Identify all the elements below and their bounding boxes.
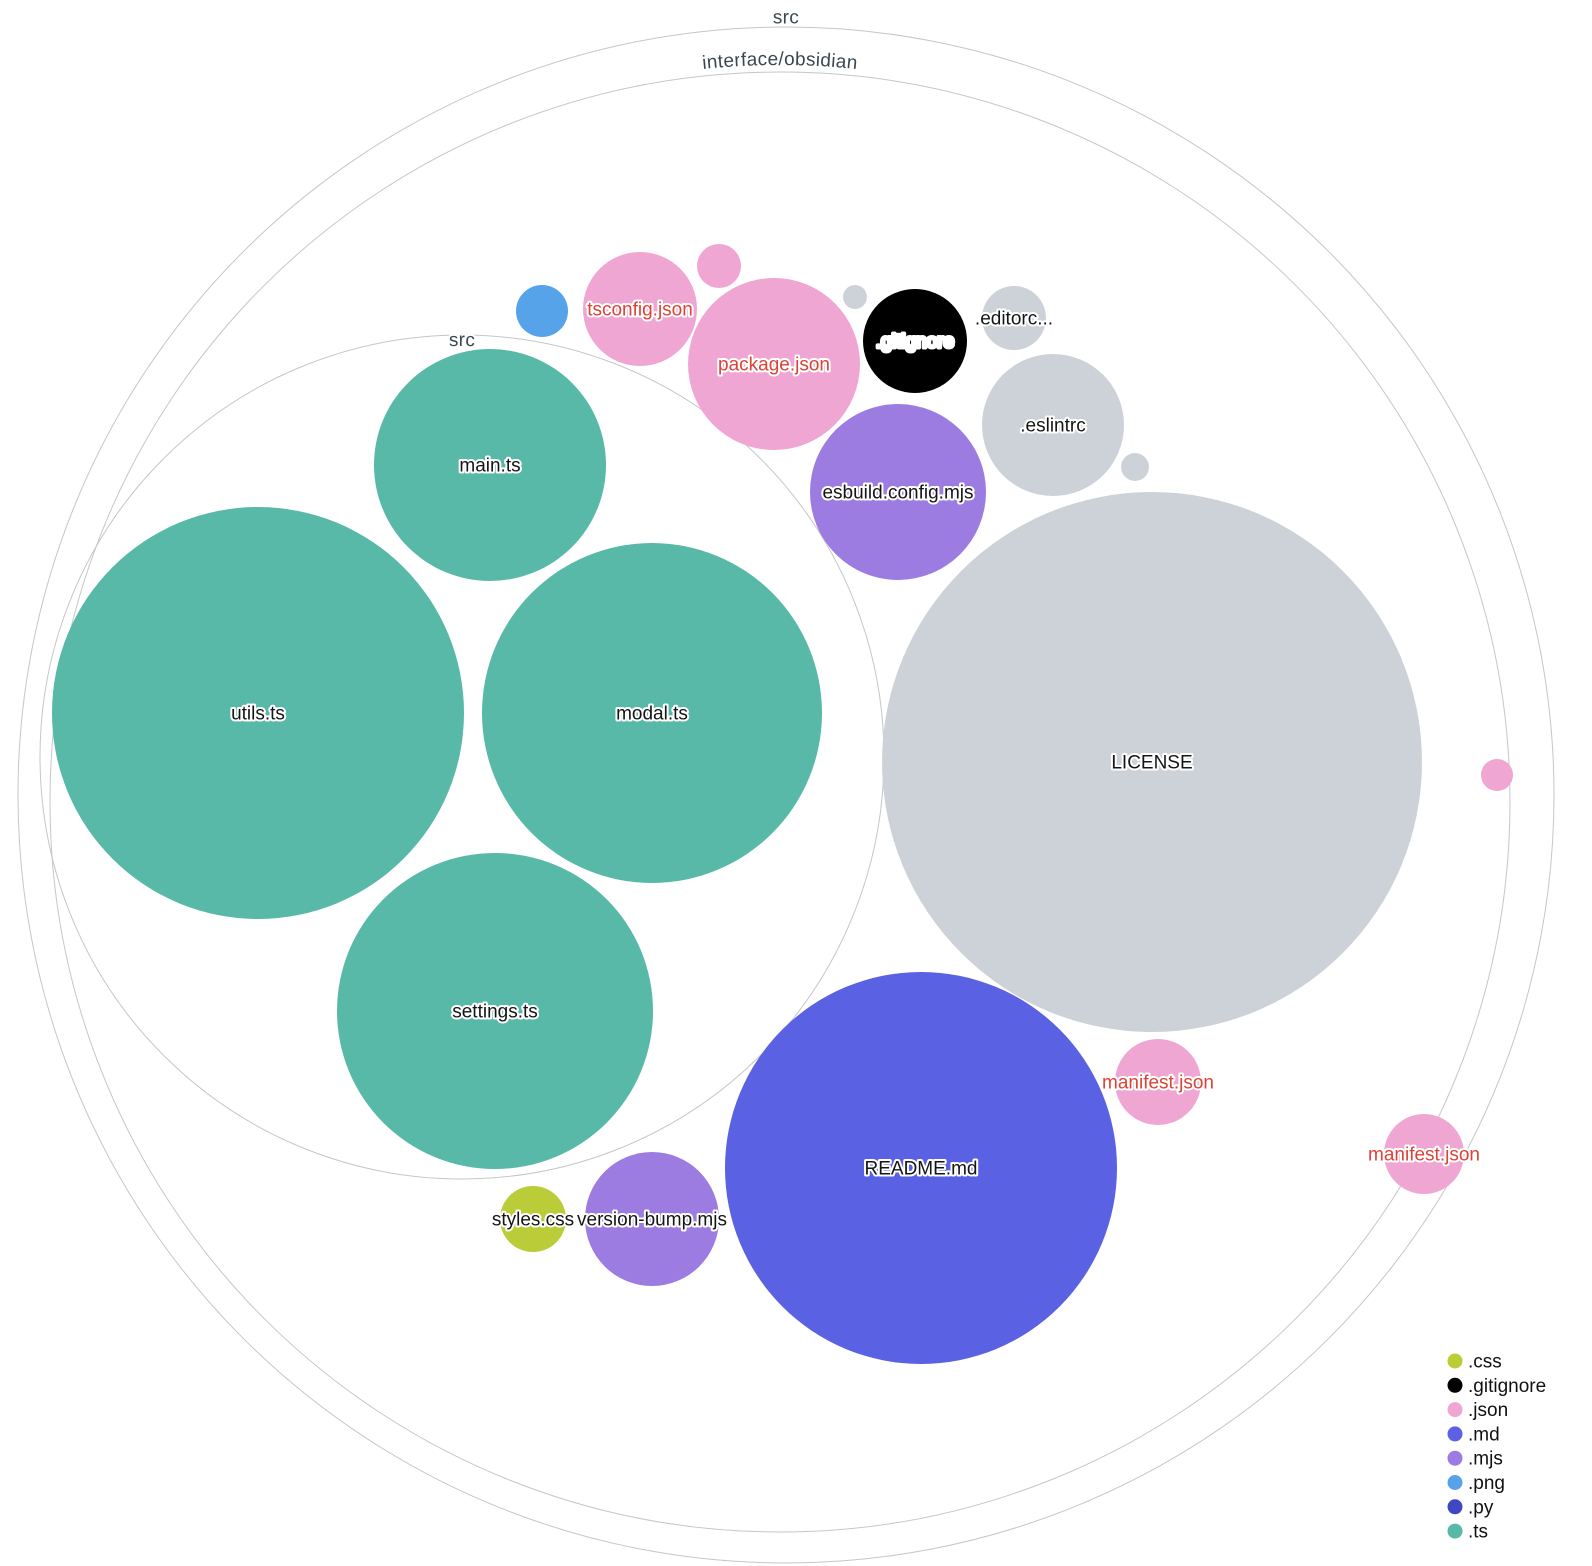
file-circle-version-bump-mjs[interactable] [585,1152,719,1286]
directory-label-interface-obsidian: interface/obsidian [701,49,858,74]
file-label-styles-css: styles.css [492,1209,574,1230]
legend-label-md: .md [1468,1424,1500,1445]
file-label-manifest-json-inner: manifest.json [1102,1072,1214,1093]
file-label-gitignore: .gitignore [876,331,954,352]
file-label-manifest-json-outer: manifest.json [1368,1144,1480,1165]
file-circle-license[interactable] [882,492,1422,1032]
directory-label-src: src [449,330,476,351]
directory-circle-interface-obsidian[interactable] [49,71,1511,1533]
file-circle-json-small-right[interactable] [1481,759,1513,791]
legend-dot-py [1447,1499,1463,1515]
legend: .css .gitignore .json .md .mjs .png .py .ts [1447,1351,1546,1543]
file-label-editorconfig: .editorc... [975,308,1053,329]
file-label-readme-md: README.md [865,1158,978,1179]
file-circle-readme-md[interactable] [725,972,1117,1364]
legend-dot-json [1447,1402,1463,1418]
legend-label-gitignore: .gitignore [1468,1376,1546,1397]
legend-dot-png [1447,1475,1463,1490]
legend-dot-md [1447,1426,1463,1442]
file-circle-gray-small-2[interactable] [1121,453,1149,481]
file-label-utils-ts: utils.ts [231,703,285,724]
file-label-settings-ts: settings.ts [452,1001,538,1022]
file-circle-manifest-json-inner[interactable] [1115,1039,1201,1125]
legend-label-ts: .ts [1468,1522,1488,1543]
legend-label-py: .py [1468,1497,1494,1518]
file-circle-tsconfig-json[interactable] [583,252,697,366]
file-circle-eslintrc[interactable] [982,354,1124,496]
file-circle-styles-css[interactable] [500,1186,566,1252]
file-circle-package-json[interactable] [688,278,860,450]
legend-label-css: .css [1468,1351,1502,1372]
file-label-version-bump-mjs: version-bump.mjs [577,1209,727,1230]
file-circle-png-file[interactable] [516,285,568,337]
file-circle-gitignore[interactable] [863,289,967,393]
file-circle-settings-ts[interactable] [337,853,653,1169]
file-label-license: LICENSE [1111,752,1192,773]
legend-label-mjs: .mjs [1468,1449,1503,1470]
legend-label-png: .png [1468,1473,1505,1494]
file-label-package-json: package.json [718,354,830,375]
file-circle-esbuild-config-mjs[interactable] [810,404,986,580]
file-circle-editorconfig[interactable] [982,286,1046,350]
file-circle-modal-ts[interactable] [482,543,822,883]
file-label-modal-ts: modal.ts [616,703,688,724]
file-label-esbuild-config-mjs: esbuild.config.mjs [822,482,973,503]
legend-dot-css [1447,1353,1463,1369]
file-circle-json-small-top[interactable] [697,244,741,288]
directory-circle-src-root[interactable] [17,26,1555,1564]
directory-label-src-root: src [773,7,799,28]
legend-label-json: .json [1468,1400,1508,1421]
file-circle-gray-small-1[interactable] [843,285,867,309]
file-label-main-ts: main.ts [459,455,520,476]
file-circle-manifest-json-outer[interactable] [1384,1114,1464,1194]
file-circle-main-ts[interactable] [374,349,606,581]
legend-dot-ts [1447,1523,1463,1539]
file-circle-utils-ts[interactable] [52,507,464,919]
legend-dot-gitignore [1447,1377,1463,1393]
legend-dot-mjs [1447,1450,1463,1466]
file-label-eslintrc: .eslintrc [1020,415,1085,436]
file-label-tsconfig-json: tsconfig.json [587,299,693,320]
